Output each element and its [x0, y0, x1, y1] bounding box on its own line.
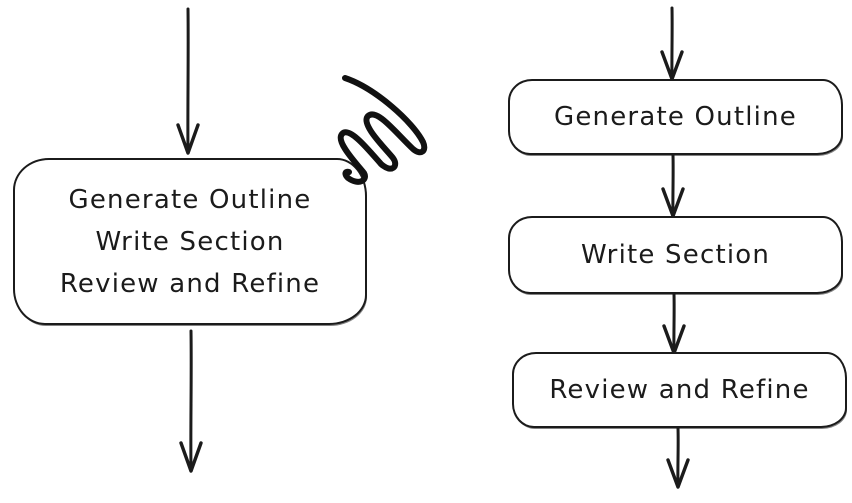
arrow-down-icon: [660, 6, 684, 81]
arrow-down-icon: [662, 292, 686, 355]
step-node-review-and-refine: Review and Refine: [512, 352, 847, 428]
arrow-down-icon: [179, 329, 203, 473]
node-label: Generate Outline: [554, 102, 797, 132]
node-label-line: Generate Outline: [68, 184, 312, 215]
combined-steps-node: Generate Outline Write Section Review an…: [13, 158, 367, 325]
arrow-down-icon: [176, 7, 200, 155]
step-node-generate-outline: Generate Outline: [508, 79, 843, 155]
scribble-scratch-icon: [337, 75, 428, 185]
node-label-line: Write Section: [95, 226, 285, 257]
arrow-down-icon: [666, 426, 690, 489]
arrow-down-icon: [661, 153, 685, 218]
node-label: Write Section: [580, 240, 771, 270]
step-node-write-section: Write Section: [508, 216, 843, 294]
node-label: Review and Refine: [549, 375, 810, 405]
node-label-line: Review and Refine: [59, 268, 321, 299]
